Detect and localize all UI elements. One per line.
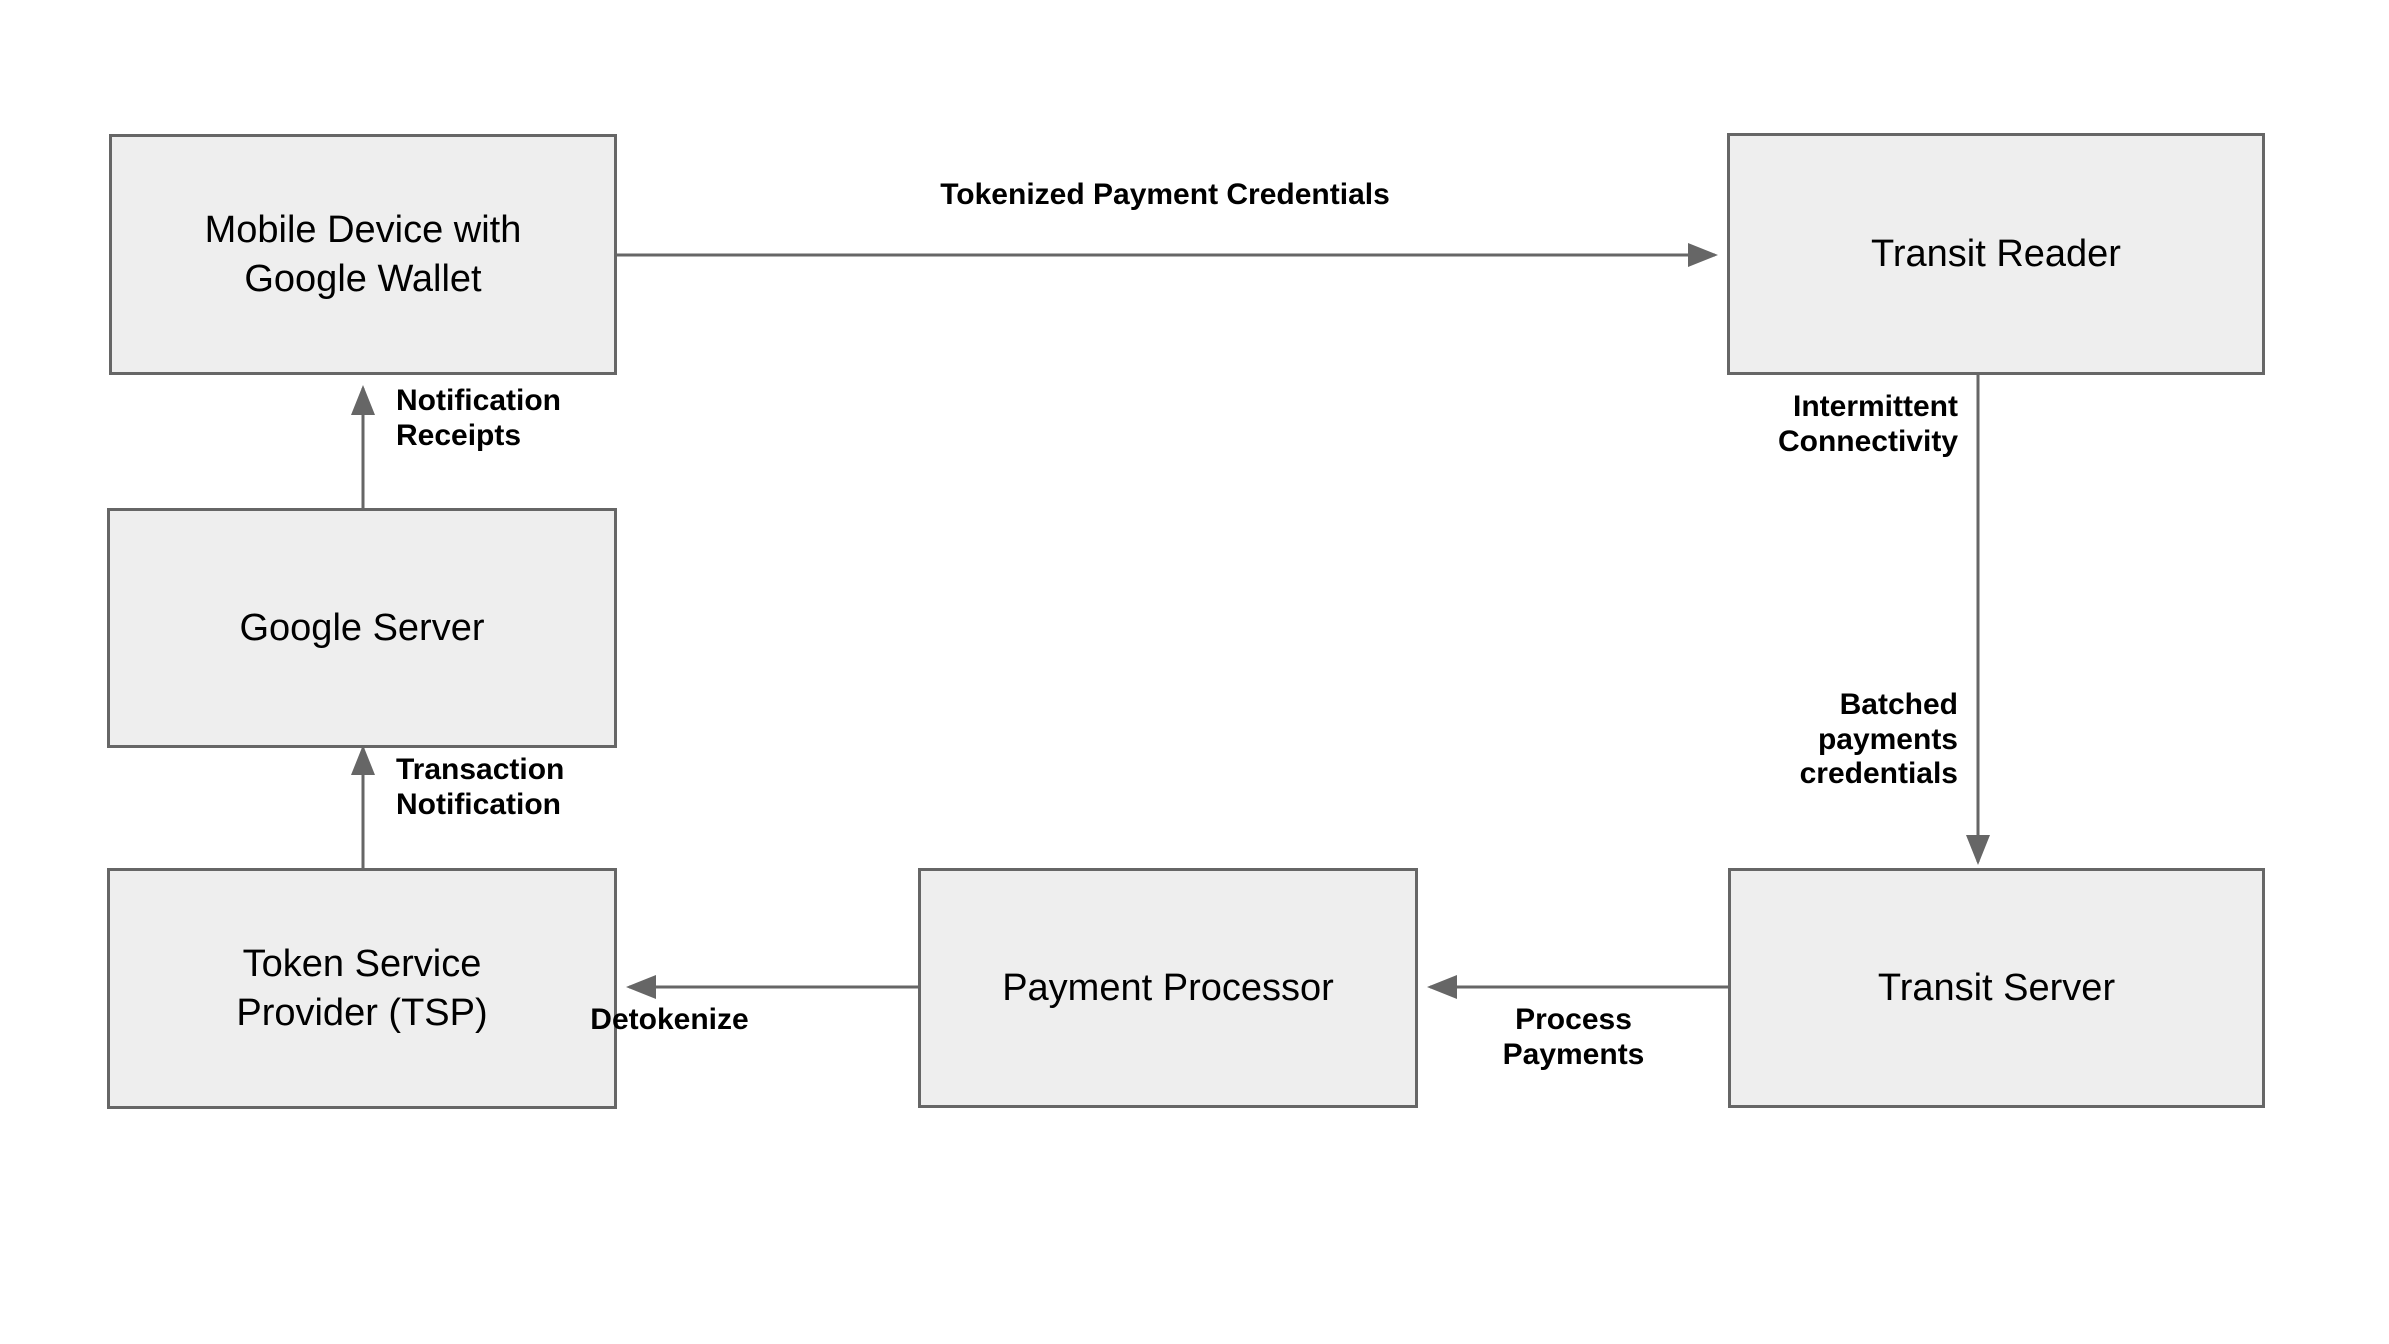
node-token-service-provider[interactable]: Token Service Provider (TSP) — [107, 868, 617, 1109]
edge-label-transaction-notification: Transaction Notification — [396, 753, 565, 821]
edge-label-detokenize: Detokenize — [590, 1003, 749, 1036]
node-label-transit-server: Transit Server — [1877, 966, 2116, 1009]
node-label-payment-processor: Payment Processor — [1002, 966, 1334, 1009]
edge-label-tokenized-payment-credentials: Tokenized Payment Credentials — [940, 178, 1390, 211]
edge-label-intermittent-connectivity: Intermittent Connectivity — [1777, 390, 1958, 458]
node-label-google-server: Google Server — [239, 606, 485, 649]
node-label-token-service-provider: Token Service Provider (TSP) — [236, 942, 488, 1034]
node-transit-server[interactable]: Transit Server — [1728, 868, 2265, 1108]
node-transit-reader[interactable]: Transit Reader — [1727, 133, 2265, 375]
edge-label-notification-receipts: Notification Receipts — [396, 384, 561, 452]
edge-label-batched-payments-credentials: Batched payments credentials — [1799, 688, 1958, 790]
node-payment-processor[interactable]: Payment Processor — [918, 868, 1418, 1108]
node-label-mobile-device: Mobile Device with Google Wallet — [204, 208, 522, 300]
edge-label-process-payments: Process Payments — [1502, 1003, 1645, 1071]
node-mobile-device[interactable]: Mobile Device with Google Wallet — [109, 134, 617, 375]
node-label-transit-reader: Transit Reader — [1871, 232, 2121, 275]
node-google-server[interactable]: Google Server — [107, 508, 617, 748]
